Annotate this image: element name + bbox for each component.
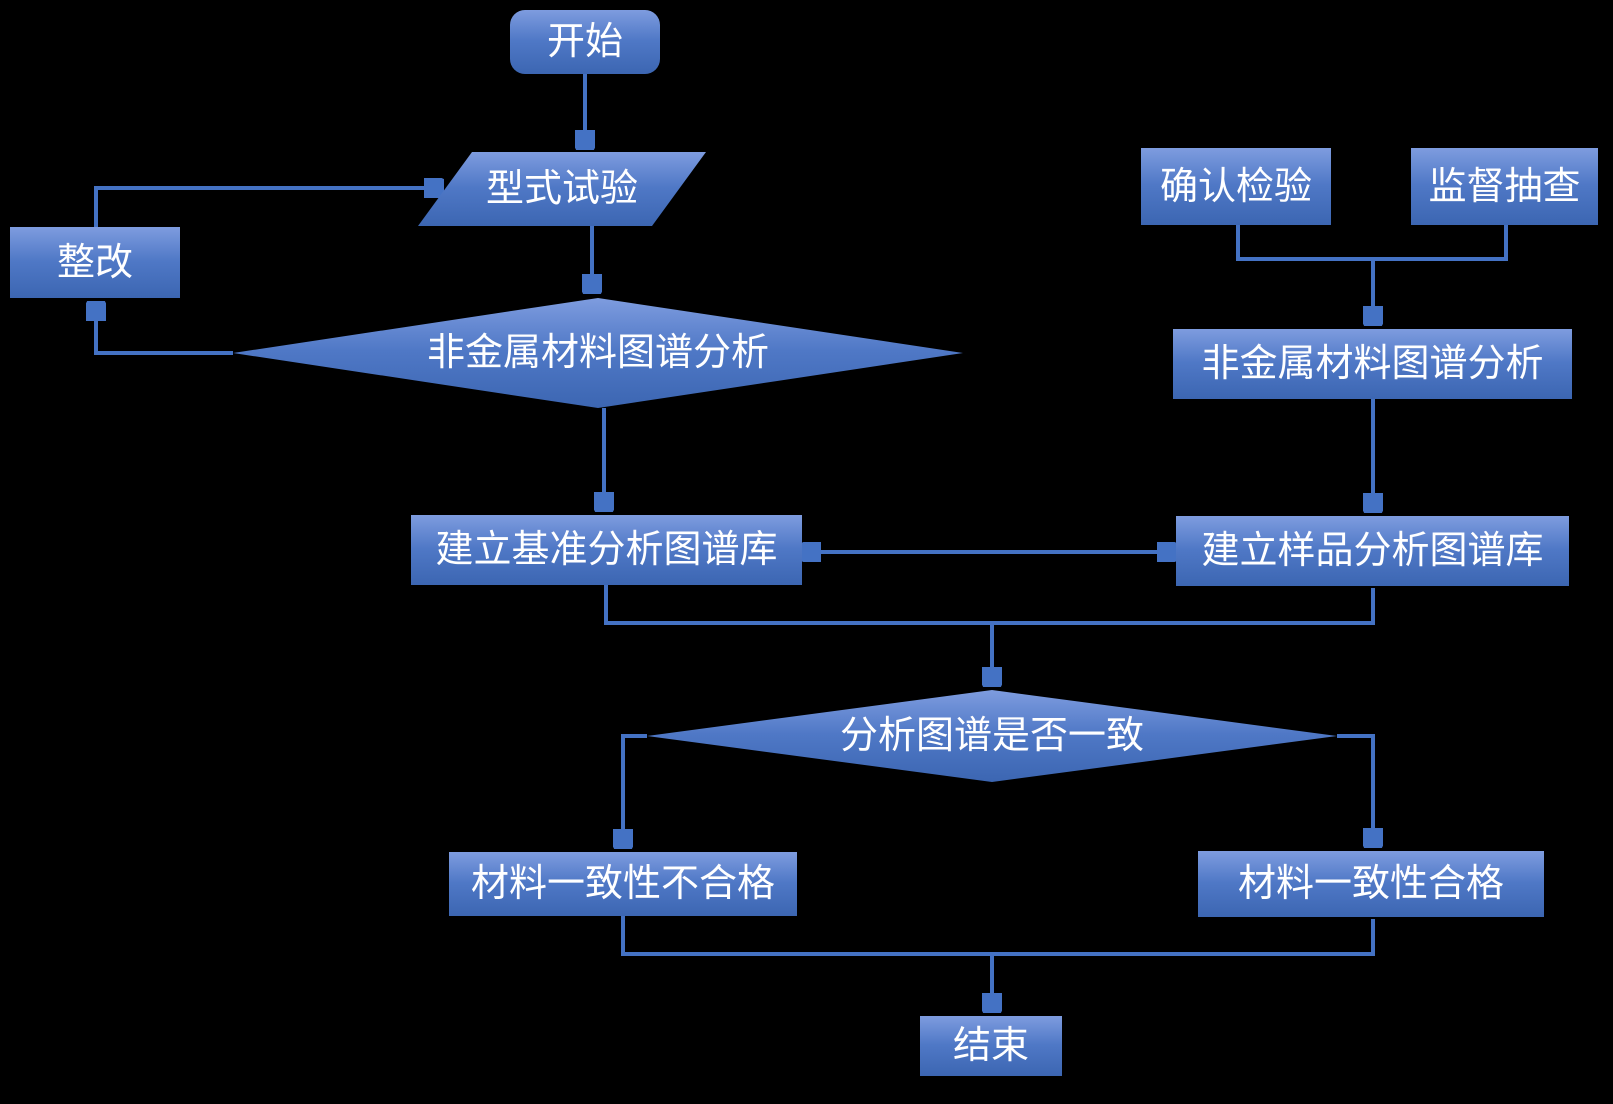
- edge-decision2-to-pass: [1337, 734, 1373, 847]
- node-supervision-sampling: 监督抽查: [1411, 148, 1598, 225]
- node-pass: 材料一致性合格: [1198, 851, 1544, 917]
- node-rectify-label: 整改: [56, 241, 133, 284]
- node-type-test: 型式试验: [418, 152, 706, 226]
- node-supervision-sampling-label: 监督抽查: [1428, 165, 1581, 208]
- edge-inspections-join: [1236, 225, 1508, 261]
- node-sample-library: 建立样品分析图谱库: [1176, 516, 1569, 586]
- edge-libraries-merge: [604, 585, 1375, 625]
- edge-decision2-to-fail: [623, 734, 647, 848]
- node-baseline-library: 建立基准分析图谱库: [411, 515, 802, 585]
- node-confirm-inspection-label: 确认检验: [1159, 165, 1312, 208]
- edge-results-merge: [621, 916, 1375, 956]
- node-fail-label: 材料一致性不合格: [470, 863, 775, 905]
- node-start: 开始: [510, 10, 660, 74]
- node-start-label: 开始: [546, 21, 623, 63]
- node-sample-analysis: 非金属材料图谱分析: [1173, 329, 1572, 399]
- node-sample-library-label: 建立样品分析图谱库: [1201, 530, 1544, 572]
- node-spectrum-decision-label: 非金属材料图谱分析: [426, 332, 769, 374]
- node-consistency-decision-label: 分析图谱是否一致: [839, 715, 1144, 757]
- edge-rectify-to-type-test: [94, 188, 443, 227]
- edge-decision1-to-rectify: [96, 302, 233, 355]
- node-end: 结束: [920, 1016, 1062, 1076]
- node-pass-label: 材料一致性合格: [1237, 863, 1504, 905]
- node-confirm-inspection: 确认检验: [1141, 148, 1331, 225]
- node-fail: 材料一致性不合格: [449, 852, 797, 916]
- node-rectify: 整改: [10, 227, 180, 298]
- node-baseline-library-label: 建立基准分析图谱库: [435, 529, 778, 571]
- node-sample-analysis-label: 非金属材料图谱分析: [1201, 343, 1544, 385]
- node-end-label: 结束: [952, 1025, 1029, 1067]
- node-type-test-label: 型式试验: [485, 168, 638, 210]
